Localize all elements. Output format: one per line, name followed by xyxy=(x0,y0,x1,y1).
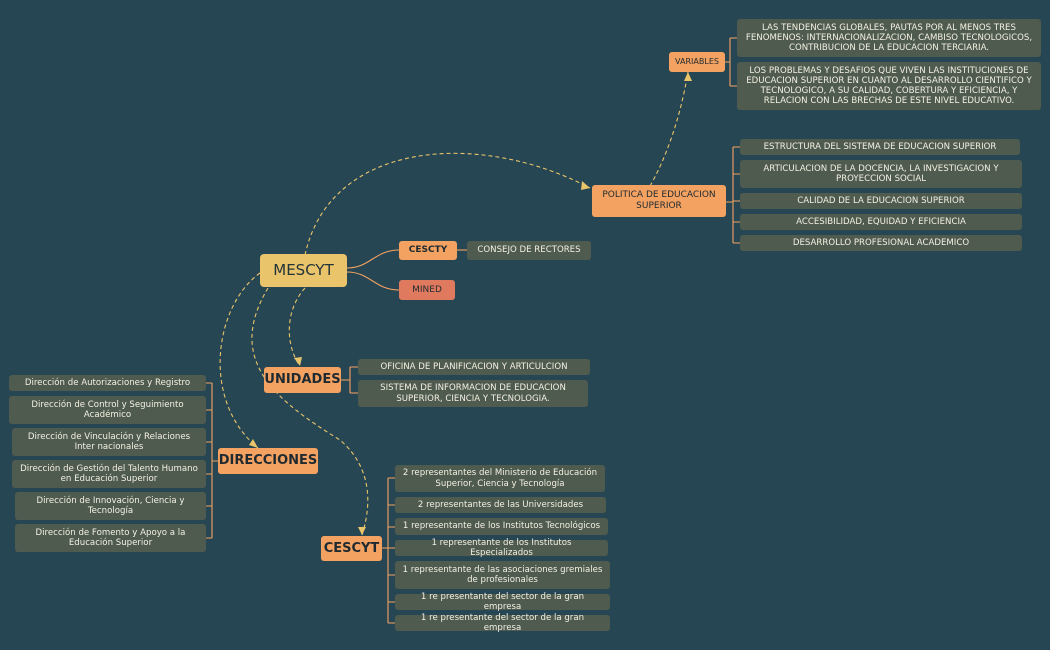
unidades-node[interactable]: UNIDADES xyxy=(264,367,341,393)
link-root-cescyt xyxy=(251,287,369,536)
cescyt-item-5[interactable]: 1 representante de las asociaciones grem… xyxy=(395,561,610,589)
mescyt-node[interactable]: MESCYT xyxy=(260,254,347,287)
link-root-unidades xyxy=(288,287,306,367)
link-root-politica xyxy=(304,152,591,256)
cescyt-item-6[interactable]: 1 re presentante del sector de la gran e… xyxy=(395,592,610,612)
variables-item-1[interactable]: LAS TENDENCIAS GLOBALES, PAUTAS POR AL M… xyxy=(737,19,1041,57)
bracket-unidades xyxy=(341,366,358,394)
direcciones-item-5[interactable]: Dirección de Innovación, Ciencia y Tecno… xyxy=(15,492,206,520)
arrowhead xyxy=(684,72,692,81)
cescyt-item-4[interactable]: 1 representante de los Institutos Especi… xyxy=(395,538,608,558)
consejo-rectores-node[interactable]: CONSEJO DE RECTORES xyxy=(467,241,591,260)
unidades-item-1[interactable]: OFICINA DE PLANIFICACION Y ARTICULCION xyxy=(358,359,590,375)
link-politica-variables xyxy=(649,71,689,187)
bracket-direcciones xyxy=(206,382,218,539)
link-root-direcciones xyxy=(219,272,261,449)
politica-item-4[interactable]: ACCESIBILIDAD, EQUIDAD Y EFICIENCIA xyxy=(740,214,1022,230)
politica-item-3[interactable]: CALIDAD DE LA EDUCACION SUPERIOR xyxy=(740,193,1022,209)
variables-node[interactable]: VARIABLES xyxy=(669,52,725,72)
politica-item-1[interactable]: ESTRUCTURA DEL SISTEMA DE EDUCACION SUPE… xyxy=(740,139,1020,155)
arrowhead xyxy=(249,439,258,448)
bracket-politica xyxy=(726,146,740,244)
mined-node[interactable]: MINED xyxy=(399,280,455,300)
direcciones-item-6[interactable]: Dirección de Fomento y Apoyo a la Educac… xyxy=(15,524,206,552)
link-root-mined xyxy=(346,271,400,291)
cescyt-item-2[interactable]: 2 representantes de las Universidades xyxy=(395,497,606,513)
politica-node[interactable]: POLITICA DE EDUCACION SUPERIOR xyxy=(592,185,726,217)
direcciones-item-2[interactable]: Dirección de Control y Seguimiento Acadé… xyxy=(9,396,206,424)
unidades-item-2[interactable]: SISTEMA DE INFORMACION DE EDUCACION SUPE… xyxy=(358,380,588,407)
politica-item-5[interactable]: DESARROLLO PROFESIONAL ACADEMICO xyxy=(740,235,1022,251)
direcciones-item-1[interactable]: Dirección de Autorizaciones y Registro xyxy=(9,375,206,391)
cescyt-node[interactable]: CESCYT xyxy=(321,536,382,561)
direcciones-node[interactable]: DIRECCIONES xyxy=(218,448,318,474)
arrowhead xyxy=(581,181,590,190)
bracket-cescyt xyxy=(382,477,395,624)
cescyt-item-1[interactable]: 2 representantes del Ministerio de Educa… xyxy=(395,465,605,492)
politica-item-2[interactable]: ARTICULACION DE LA DOCENCIA, LA INVESTIG… xyxy=(740,160,1022,188)
cescyt-item-7[interactable]: 1 re presentante del sector de la gran e… xyxy=(395,613,610,633)
arrowhead xyxy=(358,527,366,535)
link-root-cescty xyxy=(346,249,400,269)
arrowhead xyxy=(294,357,302,366)
direcciones-item-4[interactable]: Dirección de Gestión del Talento Humano … xyxy=(12,460,206,488)
cescty-node[interactable]: CESCTY xyxy=(399,241,457,260)
direcciones-item-3[interactable]: Dirección de Vinculación y Relaciones In… xyxy=(12,428,206,456)
cescyt-item-3[interactable]: 1 representante de los Institutos Tecnol… xyxy=(395,518,608,535)
variables-item-2[interactable]: LOS PROBLEMAS Y DESAFIOS QUE VIVEN LAS I… xyxy=(737,62,1041,110)
bracket-variables xyxy=(725,37,737,87)
